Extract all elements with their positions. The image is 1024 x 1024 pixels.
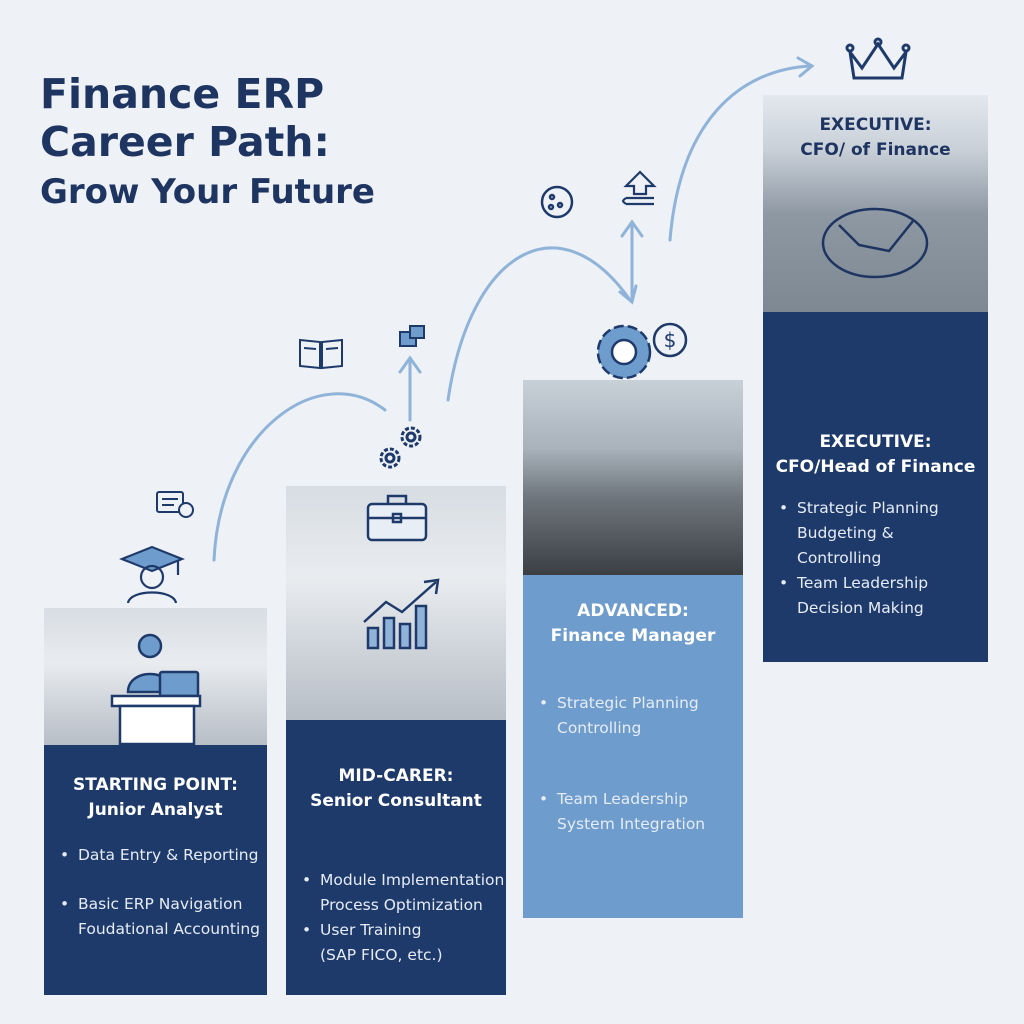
photo-caption-level: EXECUTIVE: — [819, 115, 932, 135]
stage-level: STARTING POINT: — [73, 775, 238, 795]
page-title: Finance ERP Career Path: Grow Your Futur… — [40, 70, 375, 218]
analyst-laptop-icon — [110, 633, 202, 745]
growth-book-icon — [621, 170, 657, 206]
skill-item: Team Leadership — [523, 787, 743, 812]
chat-heart-icon — [156, 491, 194, 518]
skill-item-cont: Process Optimization — [320, 896, 483, 914]
skill-item-cont: Controlling — [557, 719, 642, 737]
skill-item-cont: (SAP FICO, etc.) — [320, 946, 443, 964]
skill-item: Basic ERP Navigation — [44, 892, 267, 917]
skill-item: Strategic Planning — [523, 691, 743, 716]
skill-item: Data Entry & Reporting — [44, 843, 267, 868]
stage-card-cfo: EXECUTIVE: CFO/ of Finance EXECUTIVE: CF… — [763, 95, 988, 662]
network-refresh-icon — [540, 185, 574, 219]
skill-item-cont: Decision Making — [797, 599, 924, 617]
stage-card-junior-analyst: STARTING POINT: Junior Analyst Data Entr… — [44, 608, 267, 995]
crown-icon — [845, 37, 911, 80]
skill-item: Module Implementation — [286, 868, 506, 893]
photo-caption-role: CFO/ of Finance — [800, 140, 951, 160]
skill-item-cont: System Integration — [557, 815, 706, 833]
skill-item: User Training — [286, 918, 506, 943]
office-photo — [286, 486, 506, 720]
title-line-2: Career Path: — [40, 118, 330, 166]
office-photo — [44, 608, 267, 745]
skill-item: Team Leadership — [763, 571, 988, 596]
global-network-icon — [821, 207, 929, 279]
skill-item: Strategic Planning — [763, 496, 988, 521]
stage-role: Finance Manager — [550, 626, 716, 646]
gear-dollar-icon: $ — [596, 322, 688, 380]
stage-role: Senior Consultant — [310, 791, 482, 811]
title-line-1: Finance ERP — [40, 70, 325, 118]
city-skyline-photo: EXECUTIVE: CFO/ of Finance — [763, 95, 988, 312]
stage-level: ADVANCED: — [577, 601, 689, 621]
boardroom-photo — [523, 380, 743, 575]
gears-icon — [379, 426, 422, 469]
briefcase-icon — [366, 494, 428, 542]
stage-panel: EXECUTIVE: CFO/Head of Finance Strategic… — [763, 312, 988, 662]
stage-panel: ADVANCED: Finance Manager Strategic Plan… — [523, 575, 743, 918]
stage-panel: STARTING POINT: Junior Analyst Data Entr… — [44, 745, 267, 995]
skill-item-cont: Controlling — [797, 549, 882, 567]
stage-card-finance-manager: ADVANCED: Finance Manager Strategic Plan… — [523, 380, 743, 918]
title-line-3: Grow Your Future — [40, 172, 375, 212]
stage-level: MID-CARER: — [338, 766, 454, 786]
stage-panel: MID-CARER: Senior Consultant Module Impl… — [286, 720, 506, 995]
graduate-icon — [119, 545, 185, 604]
skill-item-cont: Budgeting & — [797, 524, 894, 542]
puzzle-icon — [399, 325, 425, 347]
stage-level: EXECUTIVE: — [819, 432, 932, 452]
stage-role: Junior Analyst — [88, 800, 223, 820]
stage-role: CFO/Head of Finance — [775, 457, 976, 477]
growth-chart-icon — [363, 578, 440, 650]
stage-card-senior-consultant: MID-CARER: Senior Consultant Module Impl… — [286, 486, 506, 995]
skill-item-cont: Foudational Accounting — [78, 920, 260, 938]
svg-text:$: $ — [664, 328, 677, 352]
book-icon — [299, 338, 343, 370]
